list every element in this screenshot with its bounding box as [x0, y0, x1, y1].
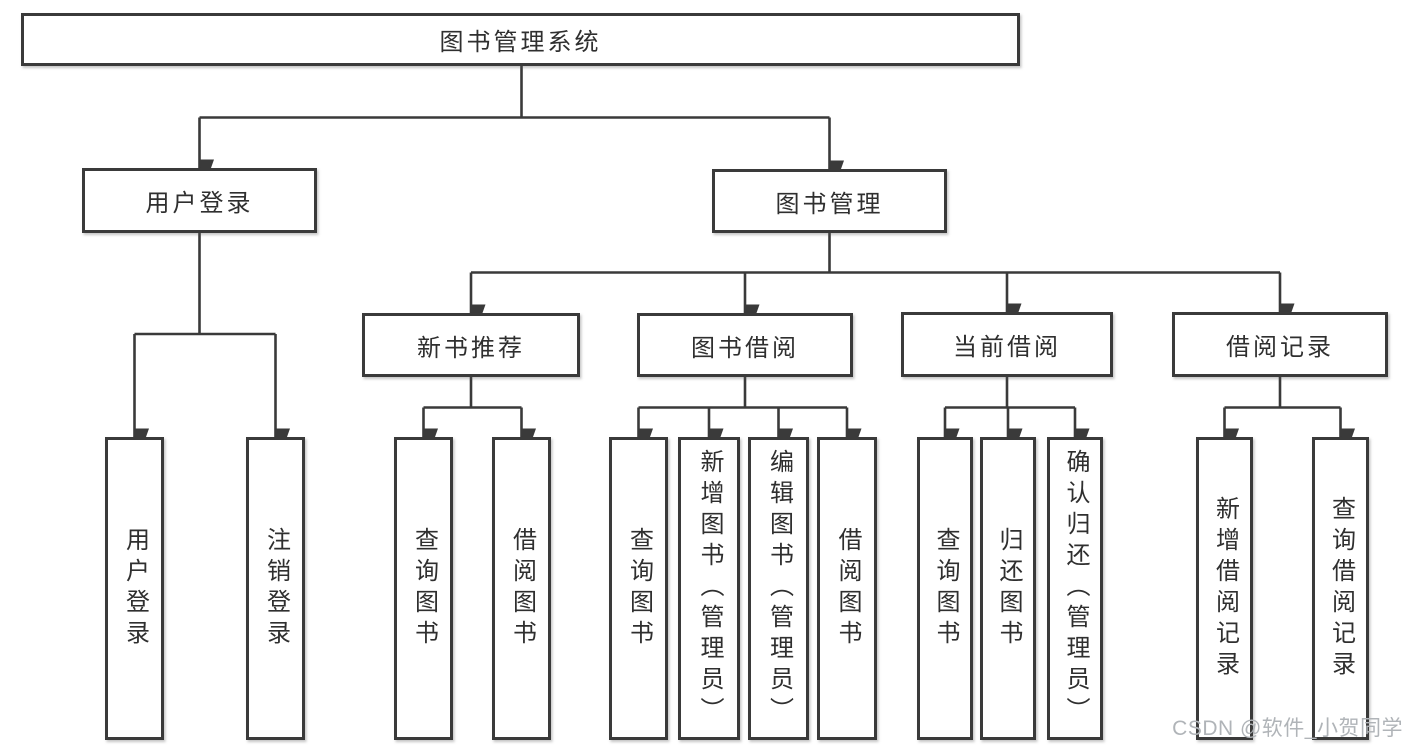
- leaf-current-confirm-return-label: 确认归还（管理员）: [1062, 449, 1089, 728]
- node-book-borrow: 图书借阅: [637, 313, 853, 377]
- leaf-newbook-query: 查询图书: [394, 437, 453, 740]
- leaf-record-query-label: 查询借阅记录: [1327, 495, 1355, 682]
- node-new-book-recommend: 新书推荐: [362, 313, 580, 377]
- leaf-borrow-borrow: 借阅图书: [817, 437, 877, 740]
- leaf-user-login-label: 用户登录: [121, 526, 149, 651]
- leaf-borrow-query-label: 查询图书: [625, 526, 653, 651]
- connectors-current-borrow-branch: [943, 377, 1075, 437]
- leaf-newbook-borrow: 借阅图书: [492, 437, 551, 740]
- leaf-current-confirm-return: 确认归还（管理员）: [1047, 437, 1103, 740]
- leaf-user-login: 用户登录: [105, 437, 164, 740]
- leaf-logout-label: 注销登录: [262, 526, 290, 651]
- node-borrow-records: 借阅记录: [1172, 312, 1388, 377]
- leaf-current-query-label: 查询图书: [932, 526, 959, 651]
- node-user-login: 用户登录: [82, 168, 317, 233]
- leaf-borrow-add: 新增图书（管理员）: [678, 437, 740, 740]
- leaf-record-query: 查询借阅记录: [1312, 437, 1369, 740]
- leaf-borrow-edit-label: 编辑图书（管理员）: [765, 449, 793, 728]
- connectors-borrow-records-branch: [1223, 377, 1341, 437]
- leaf-borrow-edit: 编辑图书（管理员）: [748, 437, 809, 740]
- leaf-current-return: 归还图书: [980, 437, 1036, 740]
- node-book-management: 图书管理: [712, 169, 947, 233]
- connectors-book-management-to-level3: [469, 233, 1280, 313]
- leaf-record-add: 新增借阅记录: [1196, 437, 1253, 740]
- connectors-book-borrow-branch: [637, 377, 848, 437]
- connectors-new-book-branch: [422, 377, 522, 437]
- leaf-current-return-label: 归还图书: [995, 526, 1022, 651]
- leaf-newbook-query-label: 查询图书: [410, 526, 438, 651]
- leaf-borrow-borrow-label: 借阅图书: [834, 526, 861, 651]
- leaf-current-query: 查询图书: [917, 437, 973, 740]
- connectors-user-login-branch: [133, 233, 276, 437]
- leaf-logout: 注销登录: [246, 437, 305, 740]
- leaf-newbook-borrow-label: 借阅图书: [508, 526, 536, 651]
- node-current-borrow: 当前借阅: [901, 312, 1113, 377]
- node-system-root: 图书管理系统: [21, 13, 1020, 66]
- leaf-borrow-add-label: 新增图书（管理员）: [696, 449, 723, 728]
- connectors-root-to-level2: [198, 66, 830, 169]
- leaf-record-add-label: 新增借阅记录: [1211, 495, 1239, 682]
- leaf-borrow-query: 查询图书: [609, 437, 668, 740]
